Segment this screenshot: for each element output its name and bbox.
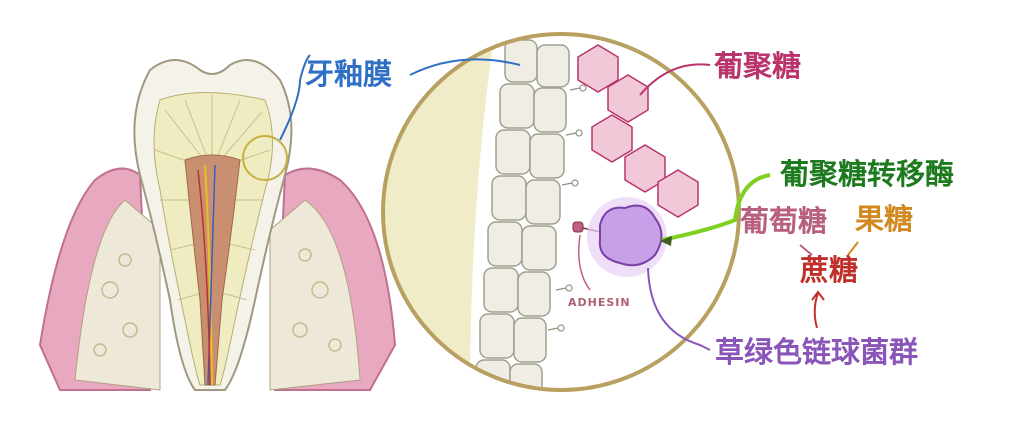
label-sucrose: 蔗糖 — [800, 253, 859, 287]
label-viridans-streptococci: 草绿色链球菌群 — [715, 335, 919, 369]
label-glucan: 葡聚糖 — [714, 49, 802, 83]
pellicle-leader — [279, 54, 311, 141]
glucan-chain — [577, 44, 699, 218]
magnified-view — [383, 34, 739, 390]
label-pellicle: 牙釉膜 — [305, 57, 393, 91]
magnify-circle — [381, 32, 741, 392]
label-fructose: 果糖 — [855, 202, 914, 236]
label-glucosyltransferase: 葡聚糖转移酶 — [780, 157, 955, 191]
tooth — [133, 59, 293, 391]
bacterium — [587, 197, 667, 277]
zoom-marker — [242, 135, 288, 181]
label-glucose: 葡萄糖 — [740, 204, 828, 238]
label-adhesin: ADHESIN — [568, 296, 631, 309]
gum — [38, 167, 397, 391]
